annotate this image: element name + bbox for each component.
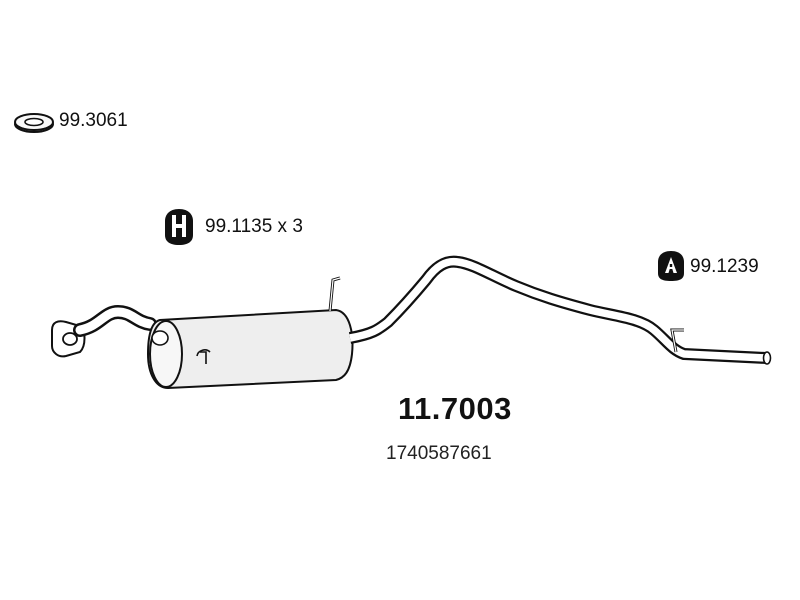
tail-pipe	[348, 255, 772, 365]
front-mount-code: 99.1135 x 3	[205, 216, 303, 237]
rubber-mount-icon	[165, 209, 193, 245]
oe-number: 1740587661	[386, 443, 492, 464]
rubber-mount-icon	[658, 251, 684, 281]
part-number: 11.7003	[398, 391, 512, 426]
muffler-body	[146, 308, 354, 390]
muffler-hanger	[328, 276, 341, 312]
rear-mount-code: 99.1239	[690, 256, 759, 277]
ring-gasket-icon	[14, 113, 54, 133]
front-pipe	[73, 304, 157, 337]
gasket-code: 99.3061	[59, 110, 128, 131]
tail-pipe-hanger	[670, 328, 684, 353]
